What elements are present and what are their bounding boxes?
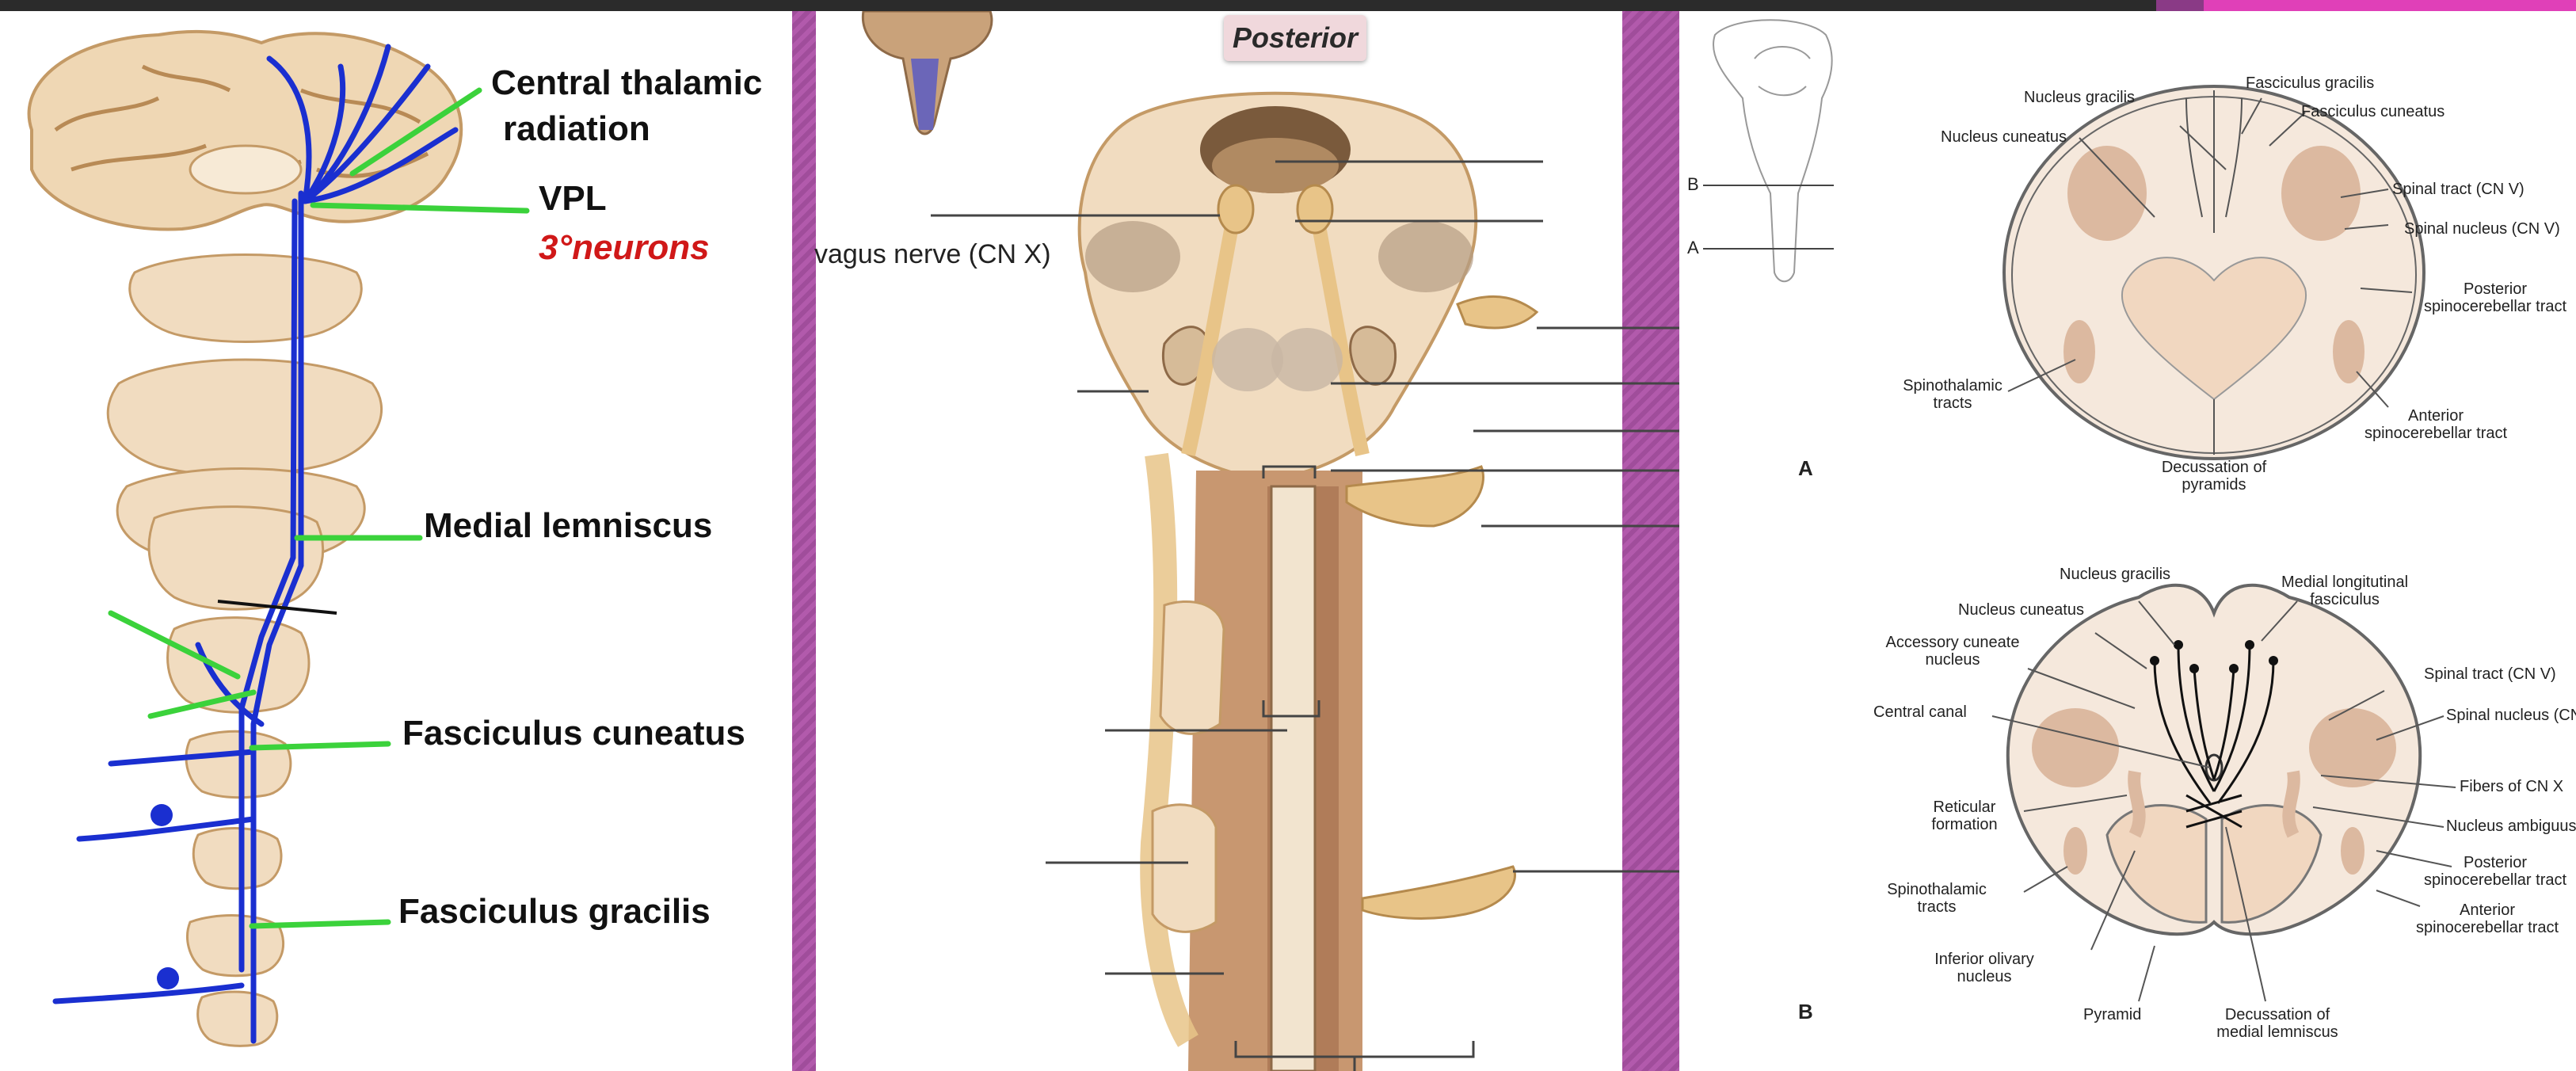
decussation-mark — [217, 600, 337, 615]
b-medial-longitudinal: Medial longitutinal fasciculus — [2265, 574, 2424, 608]
posterior-tag: Posterior — [1224, 15, 1366, 61]
b-medial-long-line1: Medial longitutinal — [2281, 574, 2409, 591]
b-posterior-sc-line2: spinocerebellar tract — [2423, 871, 2567, 889]
top-bar-accent-dark — [2156, 0, 2204, 11]
spinal-cord-section-3 — [186, 914, 285, 978]
section-a-letter: A — [1798, 456, 1813, 480]
a-fasciculus-gracilis: Fasciculus gracilis — [2246, 74, 2375, 92]
b-anterior-sc-line1: Anterior — [2459, 901, 2516, 919]
dorsal-column — [1270, 485, 1317, 1071]
b-accessory-line2: nucleus — [1925, 651, 1980, 669]
b-spinothalamic-line1: Spinothalamic — [1887, 881, 1987, 898]
a-posterior-sc-line2: spinocerebellar tract — [2423, 298, 2567, 315]
medulla-upper-section — [147, 505, 325, 611]
b-spinothalamic-line2: tracts — [1917, 898, 1957, 916]
a-anterior-spinocerebellar: Anterior spinocerebellar tract — [2349, 407, 2523, 442]
top-bar — [0, 0, 2576, 11]
b-decussation-medial-lemniscus: Decussation of medial lemniscus — [2206, 1006, 2349, 1041]
pons-upper-section — [106, 358, 383, 477]
b-spinothalamic: Spinothalamic tracts — [1877, 881, 1996, 916]
label-vpl: VPL — [539, 179, 607, 218]
b-anterior-sc-line2: spinocerebellar tract — [2415, 919, 2559, 936]
nerve-roots — [1345, 295, 1539, 920]
b-fibers-cnx: Fibers of CN X — [2460, 778, 2564, 795]
b-decussation-line2: medial lemniscus — [2216, 1023, 2338, 1041]
a-nucleus-cuneatus: Nucleus cuneatus — [1941, 128, 2067, 146]
thumbnail-vessel — [911, 59, 939, 130]
green-pointers — [108, 87, 530, 929]
cord-slice-lower — [1151, 803, 1218, 933]
midbrain-section — [128, 253, 363, 343]
dorsal-root-ganglion-lower — [157, 967, 179, 989]
section-a-diagram — [2002, 85, 2425, 460]
a-posterior-sc-line1: Posterior — [2463, 280, 2528, 298]
pathway-illustration — [27, 29, 530, 1047]
b-olivary-line2: nucleus — [1957, 968, 2012, 985]
b-central-canal: Central canal — [1873, 703, 1967, 721]
leader-lines — [931, 160, 1679, 975]
spinal-cord-section-4 — [196, 990, 279, 1047]
brainstem-outline-thumbnail — [1713, 19, 1833, 283]
b-accessory-cuneate: Accessory cuneate nucleus — [1873, 634, 2032, 669]
a-anterior-sc-line2: spinocerebellar tract — [2364, 425, 2508, 442]
b-nucleus-cuneatus: Nucleus cuneatus — [1958, 601, 2084, 619]
a-posterior-spinocerebellar: Posterior spinocerebellar tract — [2416, 280, 2574, 315]
b-nucleus-ambiguus: Nucleus ambiguus — [2446, 818, 2576, 835]
medulla-sections-panel: B A A Nucleus gracilis Fasciculus gracil… — [1679, 11, 2576, 1071]
label-third-neurons: 3°neurons — [539, 228, 710, 267]
section-b-diagram — [1991, 583, 2456, 1002]
b-pyramid: Pyramid — [2083, 1006, 2142, 1023]
b-reticular-line2: formation — [1931, 816, 1998, 833]
b-inferior-olivary: Inferior olivary nucleus — [1917, 951, 2052, 985]
cerebrum-section — [27, 29, 463, 231]
b-posterior-sc-line1: Posterior — [2463, 854, 2528, 871]
b-decussation-line1: Decussation of — [2224, 1006, 2330, 1023]
brainstem-panel: Posterior vagus nerve (CN X) — [792, 11, 1679, 1071]
a-decussation-pyramids: Decussation of pyramids — [2147, 459, 2281, 494]
section-b-letter: B — [1798, 1000, 1813, 1023]
pathway-panel: Central thalamic radiation VPL 3°neurons… — [0, 11, 792, 1071]
a-decussation-line1: Decussation of — [2161, 459, 2267, 476]
a-spinal-tract: Spinal tract (CN V) — [2392, 181, 2525, 198]
label-central-thalamic: Central thalamic — [491, 63, 763, 102]
b-medial-long-line2: fasciculus — [2310, 591, 2380, 608]
label-radiation: radiation — [503, 109, 650, 148]
a-decussation-line2: pyramids — [2182, 476, 2246, 494]
a-spinothalamic-line1: Spinothalamic — [1903, 377, 2002, 394]
cord-slice-upper — [1159, 600, 1225, 735]
medulla-sections-illustration — [1703, 19, 2456, 1002]
dcml-pathway-fibers — [52, 44, 459, 1044]
b-olivary-line1: Inferior olivary — [1934, 951, 2034, 968]
dorsal-root-ganglion-upper — [151, 804, 173, 826]
bracket-markers — [1234, 465, 1475, 1071]
a-spinothalamic: Spinothalamic tracts — [1893, 377, 2012, 412]
b-reticular-formation: Reticular formation — [1917, 798, 2012, 833]
a-nucleus-gracilis: Nucleus gracilis — [2024, 89, 2136, 106]
top-bar-accent — [2204, 0, 2576, 11]
a-spinothalamic-line2: tracts — [1933, 394, 1972, 412]
b-spinal-nucleus: Spinal nucleus (CN — [2446, 707, 2576, 724]
spinal-cord-section-2 — [192, 827, 283, 890]
b-anterior-spinocerebellar: Anterior spinocerebellar tract — [2408, 901, 2566, 936]
b-posterior-spinocerebellar: Posterior spinocerebellar tract — [2416, 854, 2574, 889]
label-fasciculus-cuneatus: Fasciculus cuneatus — [402, 714, 745, 753]
label-vagus-nerve: vagus nerve (CN X) — [814, 239, 1051, 269]
b-spinal-tract: Spinal tract (CN V) — [2424, 665, 2556, 683]
b-accessory-line1: Accessory cuneate — [1885, 634, 2020, 651]
b-reticular-line1: Reticular — [1933, 798, 1996, 816]
guide-letter-a: A — [1687, 238, 1699, 257]
a-spinal-nucleus: Spinal nucleus (CN V) — [2404, 220, 2560, 238]
a-anterior-sc-line1: Anterior — [2407, 407, 2464, 425]
label-fasciculus-gracilis: Fasciculus gracilis — [398, 892, 711, 931]
b-nucleus-gracilis: Nucleus gracilis — [2060, 566, 2171, 583]
brainstem-illustration — [861, 11, 1679, 1071]
spinal-cord-section-1 — [185, 730, 292, 799]
label-medial-lemniscus: Medial lemniscus — [424, 506, 713, 545]
central-canal — [2204, 753, 2224, 782]
guide-letter-b: B — [1687, 174, 1699, 194]
a-fasciculus-cuneatus: Fasciculus cuneatus — [2301, 103, 2445, 120]
